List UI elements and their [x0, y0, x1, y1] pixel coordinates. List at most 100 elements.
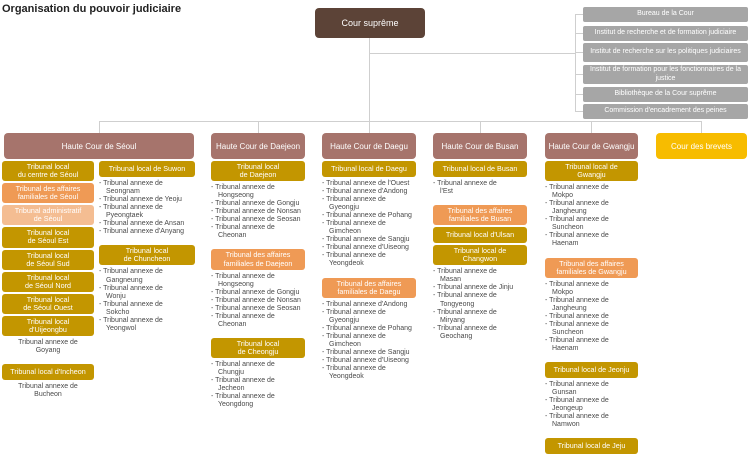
annex-item: Tribunal annexe de Yeongdeok	[322, 365, 416, 381]
annex-item: Tribunal annexe de Yeongwol	[99, 317, 195, 333]
annex-item: Tribunal annexe de Gimcheon	[322, 333, 416, 349]
annex-item: Tribunal annexe de Yeongdeok	[322, 252, 416, 268]
connector-agency-stub	[575, 33, 583, 34]
annex-list: Tribunal annexe de Goyang	[2, 339, 94, 355]
court-box-local: Tribunal local de Séoul Est	[2, 227, 94, 248]
annex-list: Tribunal annexe de l'Est	[433, 180, 527, 196]
court-box-local: Tribunal local de Séoul Sud	[2, 249, 94, 270]
agency-box: Bureau de la Cour	[583, 7, 748, 22]
agency-box: Commission d'encadrement des peines	[583, 104, 748, 119]
column-daegu: Tribunal local de DaeguTribunal annexe d…	[322, 161, 416, 390]
annex-list: Tribunal annexe d'AndongTribunal annexe …	[322, 301, 416, 381]
connector-main-horizontal	[99, 121, 702, 122]
annex-item: Tribunal annexe de Yeoju	[99, 196, 195, 204]
annex-item: Tribunal annexe de Jecheon	[211, 377, 305, 393]
column-seoul-right: Tribunal local de SuwonTribunal annexe d…	[99, 161, 195, 342]
annex-item: Tribunal annexe de Pohang	[322, 212, 416, 220]
agency-box: Bibliothèque de la Cour suprême	[583, 87, 748, 102]
connector-court-stub	[480, 121, 481, 133]
annex-item: Tribunal annexe de Tongyeong	[433, 292, 527, 308]
connector-court-stub	[258, 121, 259, 133]
annex-item: Tribunal annexe de Jinju	[433, 284, 527, 292]
court-box-local: Tribunal local de Busan	[433, 161, 527, 177]
annex-item: Tribunal annexe de Pyeongtaek	[99, 204, 195, 220]
connector-agency-stub	[575, 52, 583, 53]
connector-agency-stub	[575, 14, 583, 15]
annex-item: Tribunal annexe de Namwon	[545, 413, 638, 429]
annex-item: Tribunal annexe de Gimcheon	[322, 220, 416, 236]
annex-item: Tribunal annexe de Haenam	[545, 337, 638, 353]
annex-item: Tribunal annexe de Hongseong	[211, 184, 305, 200]
court-box-local: Tribunal local de Jeju	[545, 438, 638, 455]
court-box-local: Tribunal local de Suwon	[99, 161, 195, 177]
annex-item: Tribunal annexe de Gongju	[211, 289, 305, 297]
high-court-gwangju: Haute Cour de Gwangju	[545, 133, 638, 159]
high-court-daejeon: Haute Cour de Daejeon	[211, 133, 305, 159]
column-daejeon: Tribunal local de DaejeonTribunal annexe…	[211, 161, 305, 418]
annex-item: Tribunal annexe de Hongseong	[211, 273, 305, 289]
annex-item: Tribunal annexe de Goyang	[18, 339, 78, 355]
agency-box: Institut de recherche et de formation ju…	[583, 26, 748, 41]
annex-item: Tribunal annexe d'Anyang	[99, 228, 195, 236]
annex-list: Tribunal annexe de SeongnamTribunal anne…	[99, 180, 195, 236]
court-box-local: Tribunal local de Changwon	[433, 245, 527, 266]
annex-item: Tribunal annexe de Jangheung	[545, 200, 638, 216]
annex-item: Tribunal annexe d'Andong	[322, 188, 416, 196]
annex-item: Tribunal annexe de Cheonan	[211, 224, 305, 240]
annex-item: Tribunal annexe de Seosan	[211, 305, 305, 313]
page-title: Organisation du pouvoir judiciaire	[2, 3, 182, 15]
court-box-local: Tribunal local de Daejeon	[211, 161, 305, 182]
court-box-local: Tribunal local d'Uijeongbu	[2, 315, 94, 336]
annex-item: Tribunal annexe de Jeongeup	[545, 397, 638, 413]
court-box-local: Tribunal local de Jeonju	[545, 362, 638, 379]
court-box-local: Tribunal local de Daegu	[322, 161, 416, 177]
annex-item: Tribunal annexe de Gyeongju	[322, 309, 416, 325]
annex-list: Tribunal annexe de MasanTribunal annexe …	[433, 268, 527, 340]
court-box-admin: Tribunal administratif de Séoul	[2, 205, 94, 226]
column-gwangju: Tribunal local de GwangjuTribunal annexe…	[545, 161, 638, 456]
annex-item: Tribunal annexe de Mokpo	[545, 184, 638, 200]
connector-court-stub	[99, 121, 100, 133]
annex-item: Tribunal annexe de Ansan	[99, 220, 195, 228]
annex-item: Tribunal annexe de Gunsan	[545, 381, 638, 397]
court-box-family: Tribunal des affaires familiales de Daej…	[211, 249, 305, 270]
annex-item: Tribunal annexe de Gongju	[211, 200, 305, 208]
annex-item: Tribunal annexe de Bucheon	[18, 383, 78, 399]
connector-agencies-branch	[369, 53, 575, 54]
connector-court-stub	[701, 121, 702, 133]
agency-box: Institut de recherche sur les politiques…	[583, 43, 748, 62]
supreme-court-box: Cour suprême	[315, 8, 425, 38]
court-box-local: Tribunal local de Gwangju	[545, 161, 638, 182]
annex-item: Tribunal annexe de Cheonan	[211, 313, 305, 329]
annex-item: Tribunal annexe de Mokpo	[545, 281, 638, 297]
annex-list: Tribunal annexe de GangneungTribunal ann…	[99, 268, 195, 332]
court-box-local: Tribunal local d'Incheon	[2, 364, 94, 381]
annex-item: Tribunal annexe de Pohang	[322, 325, 416, 333]
annex-item: Tribunal annexe de l'Ouest	[322, 180, 416, 188]
annex-item: Tribunal annexe de Masan	[433, 268, 527, 284]
annex-item: Tribunal annexe de Sangju	[322, 236, 416, 244]
annex-item: Tribunal annexe de Seosan	[211, 216, 305, 224]
court-box-local: Tribunal local de Séoul Ouest	[2, 293, 94, 314]
annex-item: Tribunal annexe de	[545, 313, 638, 321]
court-box-family: Tribunal des affaires familiales de Busa…	[433, 205, 527, 226]
annex-item: Tribunal annexe de Miryang	[433, 309, 527, 325]
patent-court-box: Cour des brevets	[656, 133, 747, 159]
court-box-local: Tribunal local du centre de Séoul	[2, 161, 94, 182]
annex-list: Tribunal annexe de ChungjuTribunal annex…	[211, 361, 305, 409]
annex-item: Tribunal annexe de Wonju	[99, 285, 195, 301]
annex-list: Tribunal annexe de HongseongTribunal ann…	[211, 273, 305, 329]
annex-item: Tribunal annexe de Suncheon	[545, 321, 638, 337]
annex-list: Tribunal annexe de Bucheon	[2, 383, 94, 399]
connector-agency-stub	[575, 94, 583, 95]
court-box-local: Tribunal local de Cheongju	[211, 337, 305, 359]
annex-item: Tribunal annexe de Suncheon	[545, 216, 638, 232]
annex-item: Tribunal annexe de Gyeongju	[322, 196, 416, 212]
annex-item: Tribunal annexe de Chungju	[211, 361, 305, 377]
annex-item: Tribunal annexe de Geochang	[433, 325, 527, 341]
high-court-seoul: Haute Cour de Séoul	[4, 133, 194, 159]
court-box-local: Tribunal local de Séoul Nord	[2, 271, 94, 292]
